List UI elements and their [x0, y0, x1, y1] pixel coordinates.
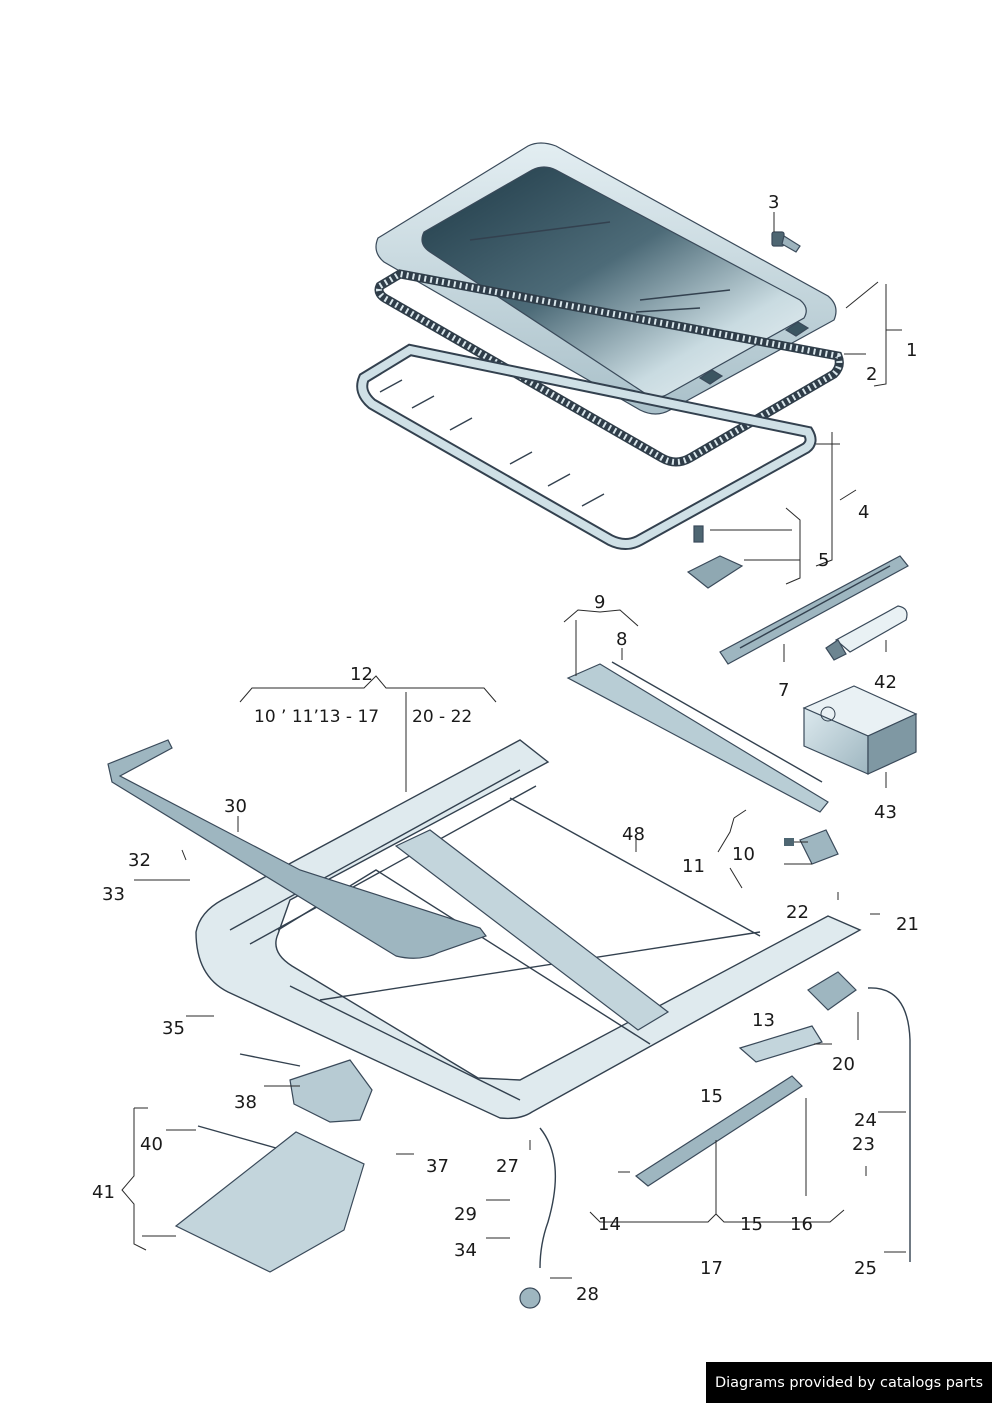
bracket-11: [784, 829, 839, 865]
callout-15b: 15: [740, 1214, 763, 1235]
callout-15a: 15: [700, 1086, 723, 1107]
range-12-left: 10 ’ 11’13 - 17: [254, 707, 379, 727]
callout-30: 30: [224, 796, 247, 817]
callout-9: 9: [594, 592, 605, 613]
callout-12: 12: [350, 664, 373, 685]
callout-17: 17: [700, 1258, 723, 1279]
callout-40: 40: [140, 1134, 163, 1155]
callout-41: 41: [92, 1182, 115, 1203]
glass-seal: [374, 269, 844, 467]
credit-banner: Diagrams provided by catalogs parts: [706, 1362, 992, 1403]
callout-48: 48: [622, 824, 645, 845]
rail-9: [566, 663, 829, 813]
grease-tube: [825, 605, 908, 661]
callout-2: 2: [866, 364, 877, 385]
callout-43: 43: [874, 802, 897, 823]
callout-27: 27: [496, 1156, 519, 1177]
callout-11: 11: [682, 856, 705, 877]
bracket-5: [686, 525, 744, 589]
callout-37: 37: [426, 1156, 449, 1177]
cable-27: [519, 1127, 556, 1309]
rod-8: [611, 661, 823, 783]
callout-22: 22: [786, 902, 809, 923]
range-12-right: 20 - 22: [412, 707, 472, 727]
callout-42: 42: [874, 672, 897, 693]
callout-4: 4: [858, 502, 869, 523]
callout-29: 29: [454, 1204, 477, 1225]
screw-3: [771, 231, 801, 253]
callout-28: 28: [576, 1284, 599, 1305]
deflector-30: [107, 739, 487, 959]
callout-7: 7: [778, 680, 789, 701]
callout-16: 16: [790, 1214, 813, 1235]
callout-8: 8: [616, 629, 627, 650]
callout-1: 1: [906, 340, 917, 361]
tray-41: [174, 1125, 365, 1273]
callout-23: 23: [852, 1134, 875, 1155]
callout-38: 38: [234, 1092, 257, 1113]
callout-20: 20: [832, 1054, 855, 1075]
callout-10: 10: [732, 844, 755, 865]
glass-frame: [356, 343, 817, 550]
callout-5: 5: [818, 550, 829, 571]
rod-48: [509, 797, 761, 937]
main-frame: [195, 739, 862, 1120]
callout-35: 35: [162, 1018, 185, 1039]
callout-25: 25: [854, 1258, 877, 1279]
callout-34: 34: [454, 1240, 477, 1261]
callout-24: 24: [854, 1110, 877, 1131]
callout-32: 32: [128, 850, 151, 871]
slider-17: [634, 1025, 823, 1187]
motor-38: [239, 1053, 373, 1123]
grease-box: [802, 685, 918, 775]
callout-14: 14: [598, 1214, 621, 1235]
leader-lines: [121, 212, 906, 1279]
callout-3: 3: [768, 192, 779, 213]
guide-rail-7: [719, 555, 909, 665]
cable-24: [807, 971, 911, 1262]
callout-33: 33: [102, 884, 125, 905]
callout-labels: 1 2 3 4 5 7 8 9 10 11 12 13 14 15 15 16 …: [92, 192, 919, 1305]
glass-panel: [375, 142, 837, 415]
callout-21: 21: [896, 914, 919, 935]
callout-13: 13: [752, 1010, 775, 1031]
